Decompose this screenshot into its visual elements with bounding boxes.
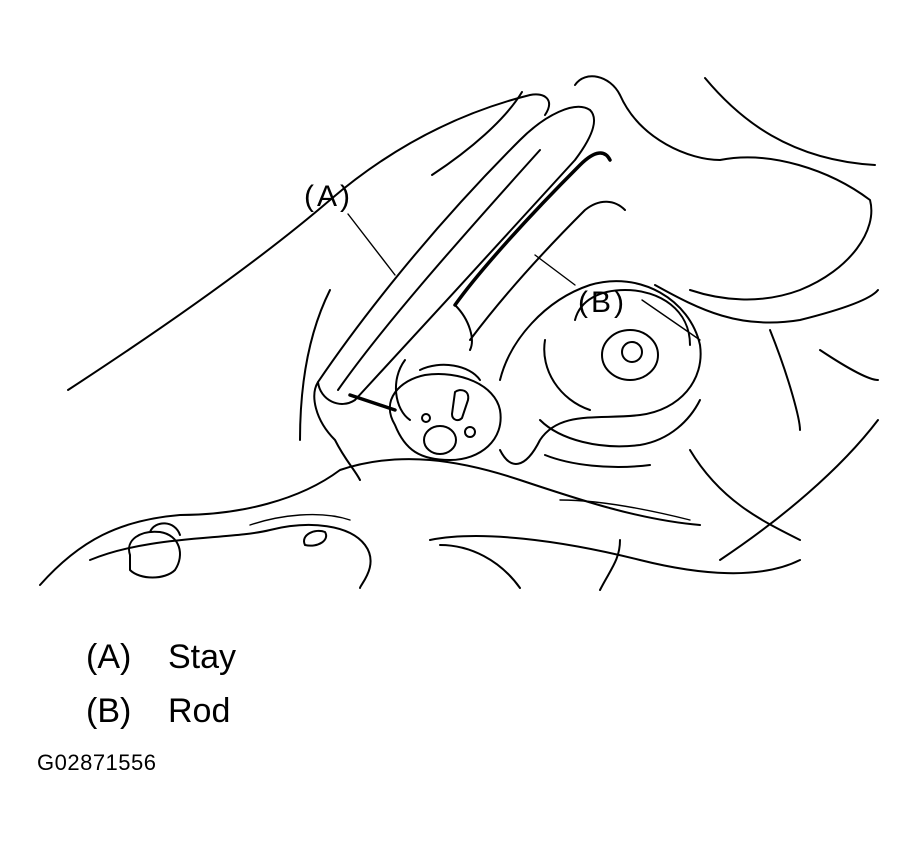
wrench-socket xyxy=(423,425,457,455)
crossmember-upper xyxy=(39,458,701,586)
frame-hole xyxy=(303,529,328,547)
right-body-lines xyxy=(654,284,879,561)
crossmember-end xyxy=(439,539,621,591)
rod-mount-bolt-center xyxy=(621,341,643,363)
engine-top-curve xyxy=(704,77,876,166)
callout-a-label: (A) xyxy=(304,180,353,213)
bolt-head-left xyxy=(128,522,181,579)
frame-detail-lines xyxy=(249,499,691,526)
crossmember-lower xyxy=(89,524,801,589)
stay-bottom-mount xyxy=(313,381,361,481)
engine-silhouette-right xyxy=(574,75,873,301)
legend-item-a: (A) Stay xyxy=(86,630,236,684)
legend-key: (A) xyxy=(86,637,132,676)
rod-upper-edge xyxy=(453,151,612,307)
callout-b-leader-right xyxy=(641,299,701,341)
rod-mount-bolt xyxy=(601,329,659,381)
rod-body xyxy=(454,200,626,351)
wrench-pin-2 xyxy=(421,413,431,423)
rod-end-bolt xyxy=(394,359,481,421)
stay-and-rod-illustration: (A) (B) xyxy=(39,75,879,591)
legend-label: Rod xyxy=(168,691,231,730)
wrench-head xyxy=(388,373,502,461)
legend-item-b: (B) Rod xyxy=(86,684,236,738)
stay-inner-edge xyxy=(337,149,541,391)
stay-lower-edge xyxy=(348,393,397,412)
callout-b-leader-left xyxy=(534,254,576,286)
legend: (A) Stay (B) Rod xyxy=(86,630,236,738)
stay-bar xyxy=(317,105,595,405)
wrench-slot xyxy=(451,389,470,422)
body-outline-upper xyxy=(299,91,523,441)
body-outline-left xyxy=(67,93,550,391)
wrench-pin-1 xyxy=(464,426,476,438)
bracket-collar xyxy=(543,289,691,411)
bracket-body xyxy=(499,280,702,465)
legend-key: (B) xyxy=(86,691,132,730)
callout-b-label: (B) xyxy=(578,286,627,319)
figure-code: G02871556 xyxy=(37,750,157,775)
callout-a-leader xyxy=(347,213,396,276)
legend-label: Stay xyxy=(168,637,237,676)
fitting-lower xyxy=(539,399,701,468)
